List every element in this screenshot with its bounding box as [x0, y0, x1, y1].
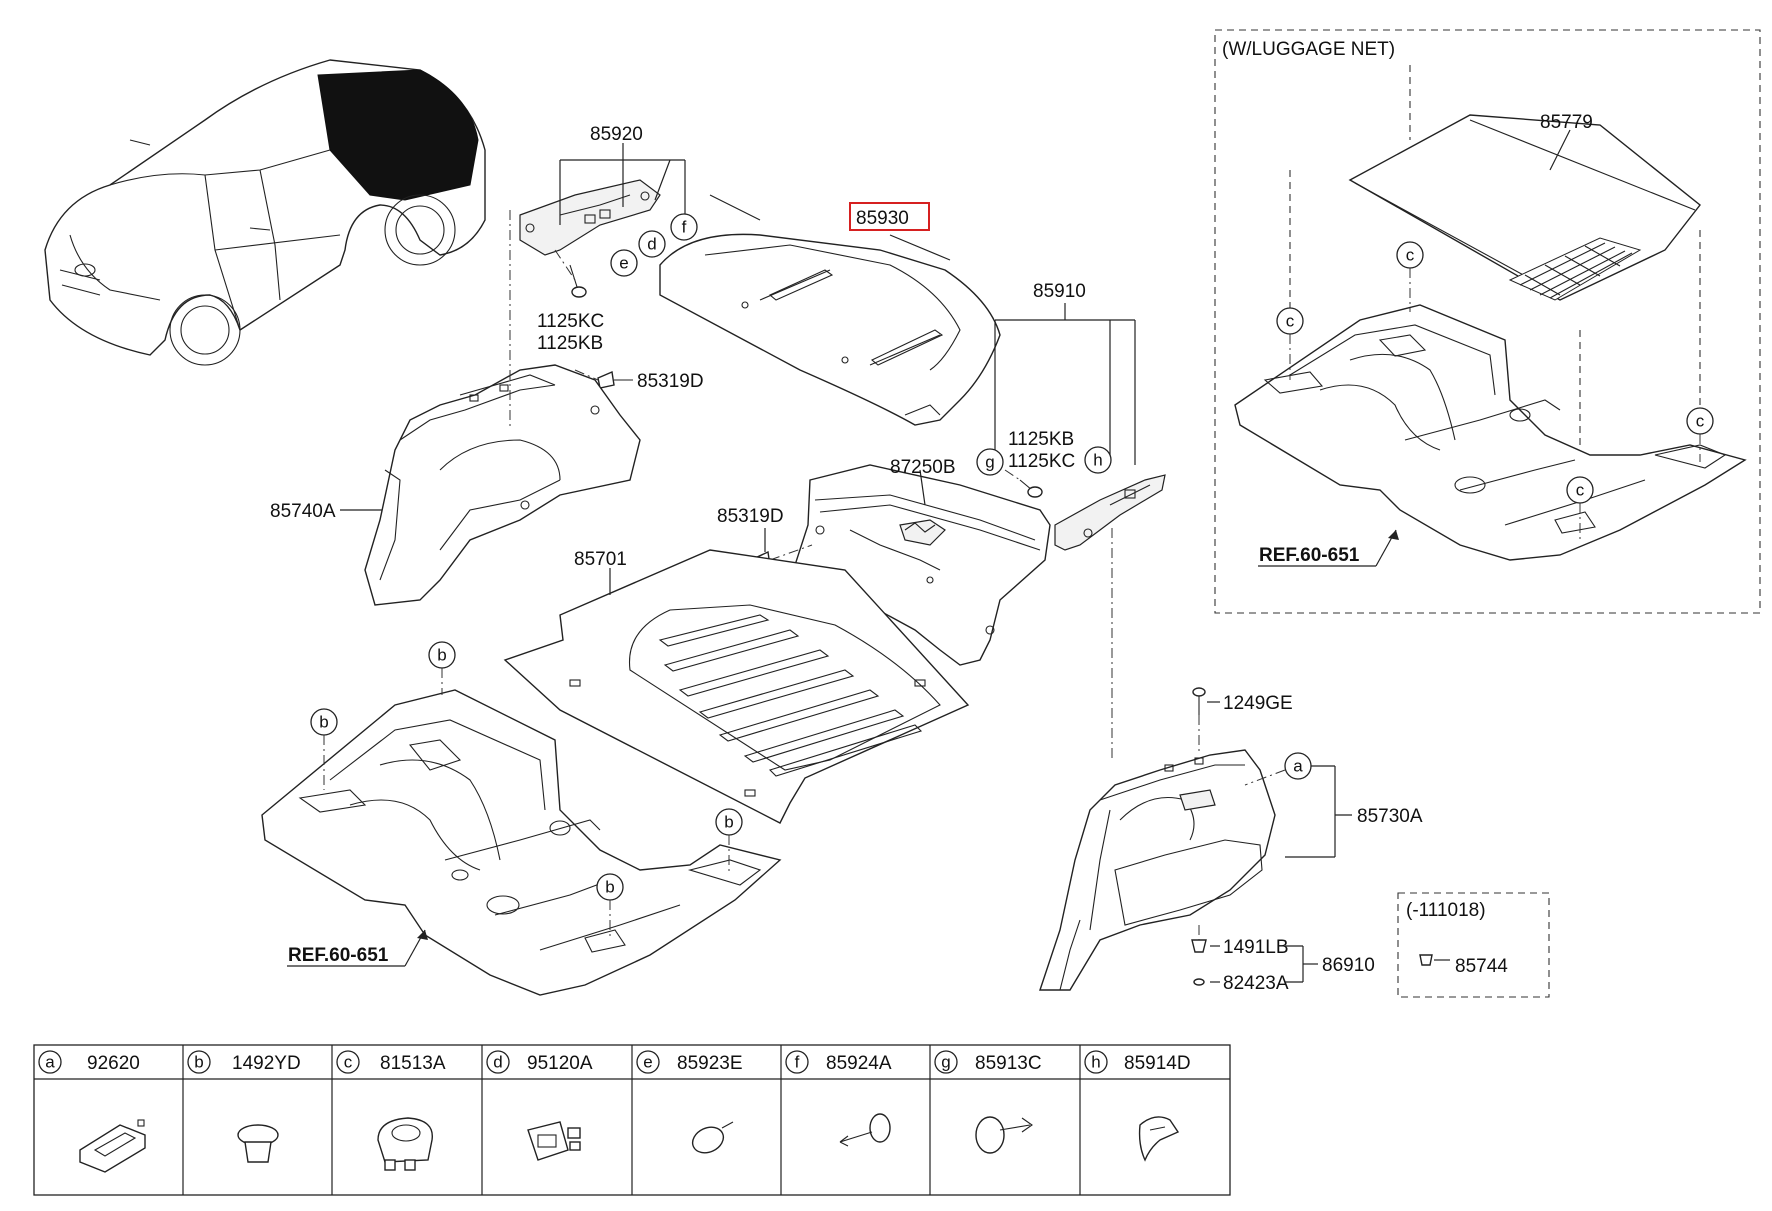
legend-icon-85924a [839, 1113, 891, 1147]
nut-82423a [1193, 978, 1205, 986]
legend-part-b: 1492YD [232, 1053, 301, 1074]
legend-icon-85914d [1138, 1116, 1180, 1162]
circle-b-3: b [724, 813, 733, 832]
tailgate-shaded [317, 69, 479, 201]
highlight-box-85930 [849, 202, 930, 231]
label-85319d-2: 85319D [717, 506, 784, 527]
legend-letter-c: c [344, 1053, 353, 1072]
ref-label-1: REF.60-651 [288, 945, 389, 966]
label-85740a: 85740A [270, 501, 336, 522]
label-85744: 85744 [1455, 956, 1508, 977]
vehicle-thumbnail [44, 59, 486, 366]
legend-letter-b: b [194, 1053, 203, 1072]
circle-h: h [1093, 451, 1102, 470]
label-1491lb: 1491LB [1223, 937, 1289, 958]
legend-part-c: 81513A [380, 1053, 446, 1074]
legend-part-g: 85913C [975, 1053, 1042, 1074]
legend-table: a 92620 b 1492YD c 81513A d 95120A e 859… [33, 1044, 1231, 1196]
legend-letter-h: h [1091, 1053, 1100, 1072]
part-85930-shelf[interactable] [659, 233, 1001, 426]
circle-b-1: b [437, 646, 446, 665]
part-85701-board[interactable] [503, 549, 970, 824]
legend-letter-d: d [493, 1053, 502, 1072]
circle-c-3: c [1696, 412, 1705, 431]
legend-part-h: 85914D [1124, 1053, 1191, 1074]
label-1125kb-1: 1125KB [537, 333, 603, 354]
label-85701: 85701 [574, 549, 627, 570]
legend-letter-g: g [941, 1053, 950, 1072]
part-85730a-trim[interactable] [1039, 749, 1276, 991]
legend-part-d: 95120A [527, 1053, 593, 1074]
circle-d: d [647, 235, 656, 254]
label-85920: 85920 [590, 124, 643, 145]
legend-icon-85913c [975, 1116, 1033, 1154]
label-85319d-1: 85319D [637, 371, 704, 392]
net-mesh [1508, 237, 1642, 301]
board-ribs [658, 614, 923, 777]
ref-label-2: REF.60-651 [1259, 545, 1360, 566]
legend-part-a: 92620 [87, 1053, 140, 1074]
part-85920-bracket[interactable] [519, 179, 661, 256]
circle-a: a [1293, 757, 1303, 776]
floor-pan-main [261, 689, 782, 996]
circle-c-4: c [1576, 481, 1585, 500]
legend-icon-81513a [377, 1117, 433, 1171]
part-85910-bracket[interactable] [1054, 474, 1166, 551]
part-85740a-trim[interactable] [364, 364, 641, 606]
legend-letter-e: e [643, 1053, 652, 1072]
circle-e: e [619, 254, 628, 273]
label-82423a: 82423A [1223, 973, 1289, 994]
circle-f: f [682, 218, 687, 237]
label-85930: 85930 [856, 208, 909, 229]
label-1249ge: 1249GE [1223, 693, 1293, 714]
legend-letter-a: a [45, 1053, 55, 1072]
legend-icon-1492yd [237, 1124, 279, 1163]
legend-icon-85923e [691, 1121, 734, 1154]
circle-b-4: b [605, 878, 614, 897]
circle-c-2: c [1286, 312, 1295, 331]
legend-part-e: 85923E [677, 1053, 743, 1074]
label-87250b: 87250B [890, 457, 956, 478]
legend-icon-92620 [79, 1119, 146, 1173]
bolt-1125kb-2 [1019, 479, 1043, 498]
label-1125kb-2: 1125KB [1008, 429, 1074, 450]
inset-date-label: (-111018) [1406, 900, 1486, 921]
part-87250b-trim[interactable] [794, 464, 1051, 666]
inset-net-label: (W/LUGGAGE NET) [1222, 39, 1395, 60]
clip-85744 [1419, 954, 1433, 966]
circle-g: g [985, 453, 994, 472]
legend-icon-95120a [527, 1121, 581, 1161]
label-85910: 85910 [1033, 281, 1086, 302]
screw-1249ge [1192, 687, 1206, 715]
bolt-1125kc-1 [569, 264, 587, 298]
label-85730a: 85730A [1357, 806, 1423, 827]
label-1125kc-2: 1125KC [1008, 451, 1075, 472]
inset-date-box [1397, 892, 1550, 998]
label-85779: 85779 [1540, 112, 1593, 133]
circle-b-2: b [319, 713, 328, 732]
part-85779-luggage-net[interactable] [1348, 114, 1701, 301]
circle-c-1: c [1406, 246, 1415, 265]
legend-letter-f: f [795, 1053, 800, 1072]
label-1125kc-1: 1125KC [537, 311, 604, 332]
legend-part-f: 85924A [826, 1053, 892, 1074]
label-86910: 86910 [1322, 955, 1375, 976]
floor-pan-inset [1234, 304, 1747, 561]
clip-85319d-1 [597, 371, 633, 389]
clip-1491lb [1191, 939, 1207, 953]
